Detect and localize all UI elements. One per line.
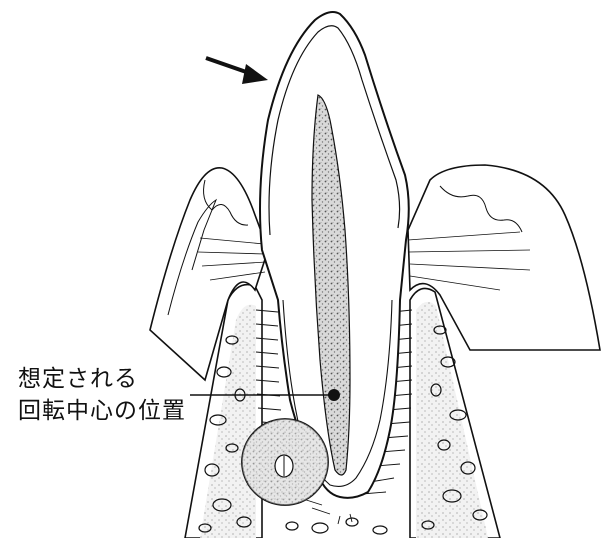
force-arrow	[206, 58, 268, 84]
rotation-center-dot	[328, 389, 340, 401]
annotation-label-line-2: 回転中心の位置	[18, 400, 186, 423]
magnified-region	[242, 419, 328, 505]
annotation-label-line-1: 想定される	[18, 368, 138, 391]
